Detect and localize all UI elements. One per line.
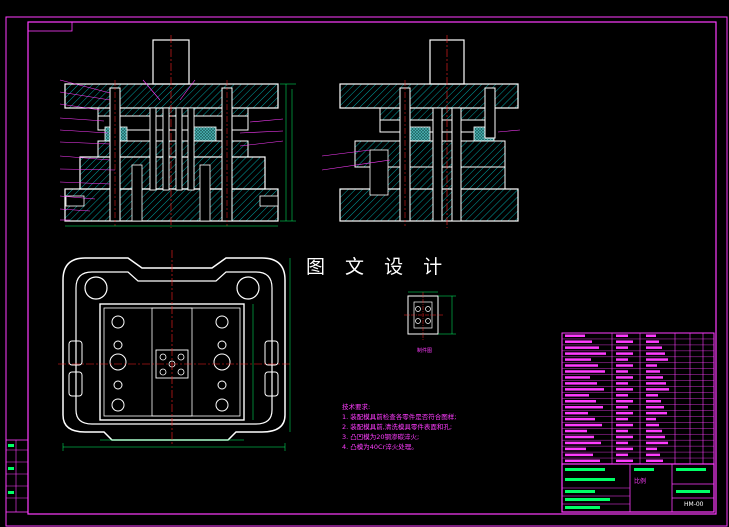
bom-cell-glyph	[565, 388, 604, 391]
bom-cell-glyph	[616, 400, 633, 403]
plan-view	[58, 250, 291, 451]
bom-cell-glyph	[565, 370, 605, 373]
binding-strip	[5, 439, 29, 513]
front-section-view	[59, 35, 296, 228]
bom-cell-glyph	[565, 411, 588, 415]
bom-cell-glyph	[565, 453, 593, 457]
bom-cell-glyph	[646, 405, 664, 409]
title-block-glyph	[634, 468, 654, 471]
bom-cell-glyph	[646, 429, 662, 433]
bom-cell-glyph	[646, 364, 657, 367]
bom-cell-glyph	[616, 417, 628, 421]
bom-cell-glyph	[646, 334, 656, 337]
bom-cell-glyph	[565, 340, 592, 343]
tech-req-item: 1. 装配模具前检查各零件是否符合图样;	[342, 413, 457, 421]
bom-cell-glyph	[646, 370, 660, 373]
bom-cell-glyph	[565, 441, 601, 445]
bom-cell-glyph	[565, 346, 599, 349]
bom-cell-glyph	[616, 423, 633, 427]
bom-cell-glyph	[616, 459, 633, 463]
watermark-text: 图 文 设 计	[306, 256, 450, 278]
bom-cell-glyph	[616, 382, 628, 385]
bom-cell-glyph	[616, 447, 633, 451]
bom-cell-glyph	[616, 435, 633, 439]
bom-cell-glyph	[565, 417, 595, 421]
technical-requirements: 技术要求: 1. 装配模具前检查各零件是否符合图样; 2. 装配模具前,清洗模具…	[342, 402, 456, 452]
tech-req-item: 3. 凸凹模为20钢渗碳淬火;	[342, 433, 420, 441]
bom-cell-glyph	[646, 459, 663, 463]
bom-cell-glyph	[646, 411, 667, 415]
bom-cell-glyph	[646, 447, 657, 451]
bom-cell-glyph	[646, 382, 666, 385]
title-block-glyph	[676, 490, 710, 493]
bom-cell-glyph	[616, 340, 633, 343]
bom-cell-glyph	[646, 394, 658, 397]
bom-cell-glyph	[616, 364, 633, 367]
bom-cell-glyph	[646, 423, 659, 427]
title-block-fills	[565, 334, 710, 509]
bom-cell-glyph	[616, 405, 628, 409]
title-block-drawing-no: HM-00	[684, 501, 704, 508]
bom-cell-glyph	[616, 429, 628, 433]
bom-cell-glyph	[646, 340, 659, 343]
bom-cell-glyph	[646, 352, 665, 355]
part-drawing-caption: 制件图	[417, 348, 433, 354]
bom-cell-glyph	[646, 376, 663, 379]
bom-cell-glyph	[565, 429, 587, 433]
bom-cell-glyph	[616, 411, 633, 415]
title-block-glyph	[565, 506, 600, 509]
bom-cell-glyph	[616, 453, 628, 457]
bom-cell-glyph	[565, 334, 585, 337]
bom-cell-glyph	[616, 346, 628, 349]
bom-cell-glyph	[565, 435, 594, 439]
bom-cell-glyph	[646, 435, 665, 439]
bom-cell-glyph	[565, 459, 600, 463]
bom-cell-glyph	[616, 376, 633, 379]
tech-req-item: 4. 凸模为40Cr淬火处理。	[342, 443, 418, 451]
bom-cell-glyph	[616, 334, 628, 337]
bom-cell-glyph	[565, 394, 589, 397]
bom-cell-glyph	[646, 400, 661, 403]
part-drawing	[404, 291, 456, 340]
bom-cell-glyph	[616, 388, 633, 391]
title-block-scale: 比例	[634, 478, 647, 485]
bom-cell-glyph	[646, 417, 656, 421]
title-block	[561, 332, 715, 513]
bom-cell-glyph	[616, 370, 628, 373]
bom-cell-glyph	[646, 346, 662, 349]
title-block-glyph	[565, 490, 595, 493]
bom-cell-glyph	[646, 388, 669, 391]
tech-req-item: 2. 装配模具前,清洗模具零件表面和孔;	[342, 423, 453, 431]
bom-cell-glyph	[565, 423, 602, 427]
drawing-frame	[5, 16, 728, 527]
bom-cell-glyph	[646, 453, 660, 457]
bom-cell-glyph	[565, 447, 586, 451]
bom-cell-glyph	[616, 352, 633, 355]
bom-cell-glyph	[616, 441, 628, 445]
title-block-glyph	[565, 468, 605, 471]
bom-cell-glyph	[646, 358, 668, 361]
bom-cell-glyph	[565, 364, 598, 367]
tech-req-title: 技术要求:	[342, 403, 371, 411]
title-block-glyph	[565, 498, 610, 501]
bom-cell-glyph	[565, 382, 597, 385]
side-section-view	[321, 35, 521, 228]
title-block-glyph	[565, 478, 615, 481]
bom-cell-glyph	[565, 352, 606, 355]
bom-cell-glyph	[565, 400, 596, 403]
bom-cell-glyph	[565, 358, 591, 361]
bom-cell-glyph	[565, 376, 590, 379]
bom-cell-glyph	[616, 358, 628, 361]
title-block-glyph	[676, 468, 706, 471]
bom-cell-glyph	[565, 405, 603, 409]
bom-cell-glyph	[616, 394, 628, 397]
bom-cell-glyph	[646, 441, 668, 445]
